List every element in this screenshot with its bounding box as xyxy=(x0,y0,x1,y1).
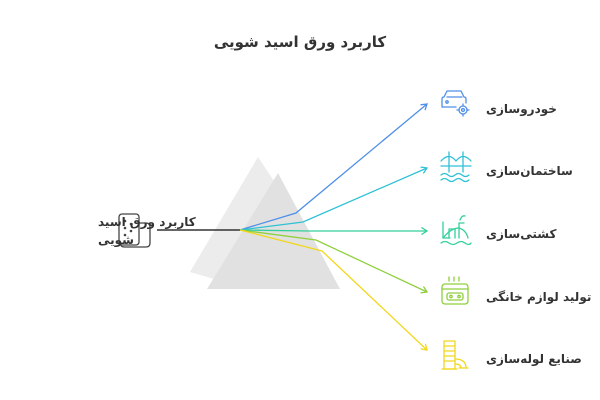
ship-icon xyxy=(440,215,472,246)
label-home-appliances: تولید لوازم خانگی xyxy=(486,290,591,305)
source-label-line1: کاربرد ورق اسید xyxy=(98,215,196,230)
beam-1 xyxy=(239,168,427,231)
beam-3 xyxy=(239,229,427,292)
car-gear-icon xyxy=(441,90,470,117)
steel-roll-icon xyxy=(118,213,151,248)
bridge-icon xyxy=(440,151,472,183)
source-label-line2: شویی xyxy=(98,233,134,248)
label-construction: ساختمان‌سازی xyxy=(486,164,573,178)
label-shipbuilding: کشتی‌سازی xyxy=(486,227,556,241)
diagram-title: کاربرد ورق اسید شویی xyxy=(214,33,387,51)
pipe-icon xyxy=(441,340,469,370)
stove-icon xyxy=(441,276,469,305)
beam-4 xyxy=(239,229,427,350)
beam-0 xyxy=(239,104,427,231)
label-pipe-industry: صنایع لوله‌سازی xyxy=(486,352,582,367)
beam-2 xyxy=(239,230,427,231)
label-automotive: خودروسازی xyxy=(486,102,557,117)
